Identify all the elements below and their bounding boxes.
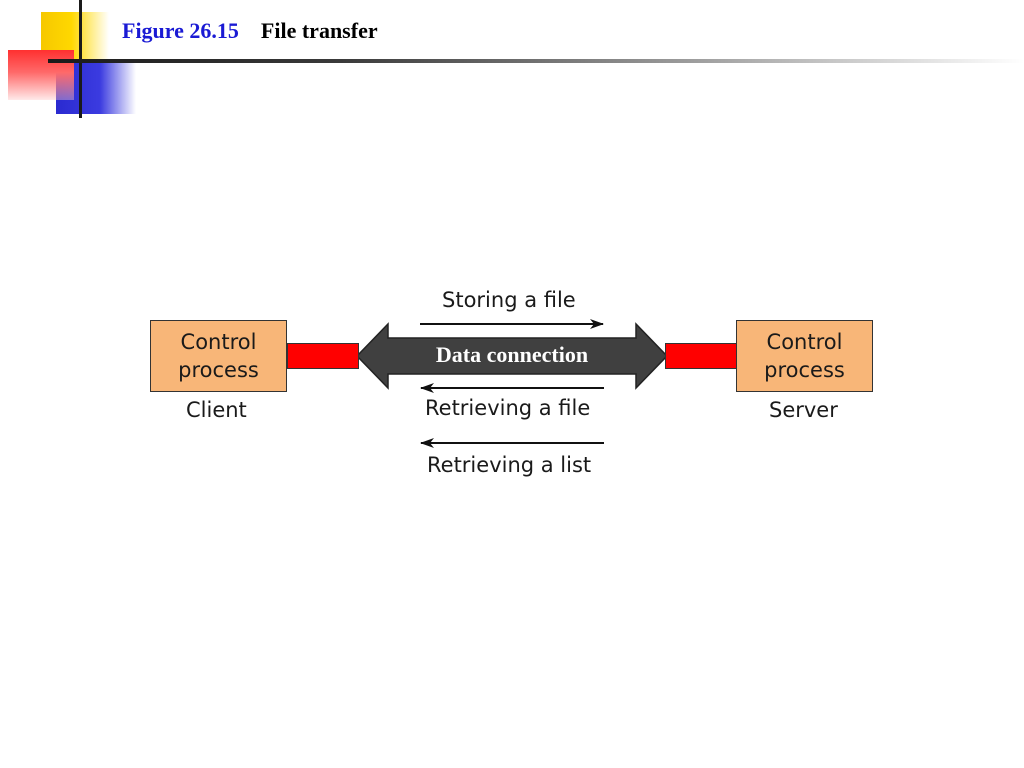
server-label: Server bbox=[769, 398, 838, 422]
server-control-process-box: Control process bbox=[736, 320, 873, 392]
retrieving-list-label: Retrieving a list bbox=[427, 453, 592, 477]
client-box-line1: Control bbox=[180, 330, 257, 354]
figure-number: Figure 26.15 bbox=[122, 18, 239, 43]
decor-red-square bbox=[8, 50, 74, 100]
server-connector bbox=[665, 343, 737, 369]
client-control-process-box: Control process bbox=[150, 320, 287, 392]
server-box-line2: process bbox=[764, 358, 845, 382]
title-underline bbox=[48, 59, 1024, 63]
server-box-line1: Control bbox=[766, 330, 843, 354]
client-label: Client bbox=[186, 398, 247, 422]
slide-title: Figure 26.15 File transfer bbox=[122, 18, 378, 44]
data-connection-label: Data connection bbox=[435, 342, 589, 367]
retrieving-file-label: Retrieving a file bbox=[425, 396, 591, 420]
storing-file-label: Storing a file bbox=[442, 288, 576, 312]
figure-title: File transfer bbox=[260, 18, 378, 43]
client-connector bbox=[287, 343, 359, 369]
client-box-line2: process bbox=[178, 358, 259, 382]
